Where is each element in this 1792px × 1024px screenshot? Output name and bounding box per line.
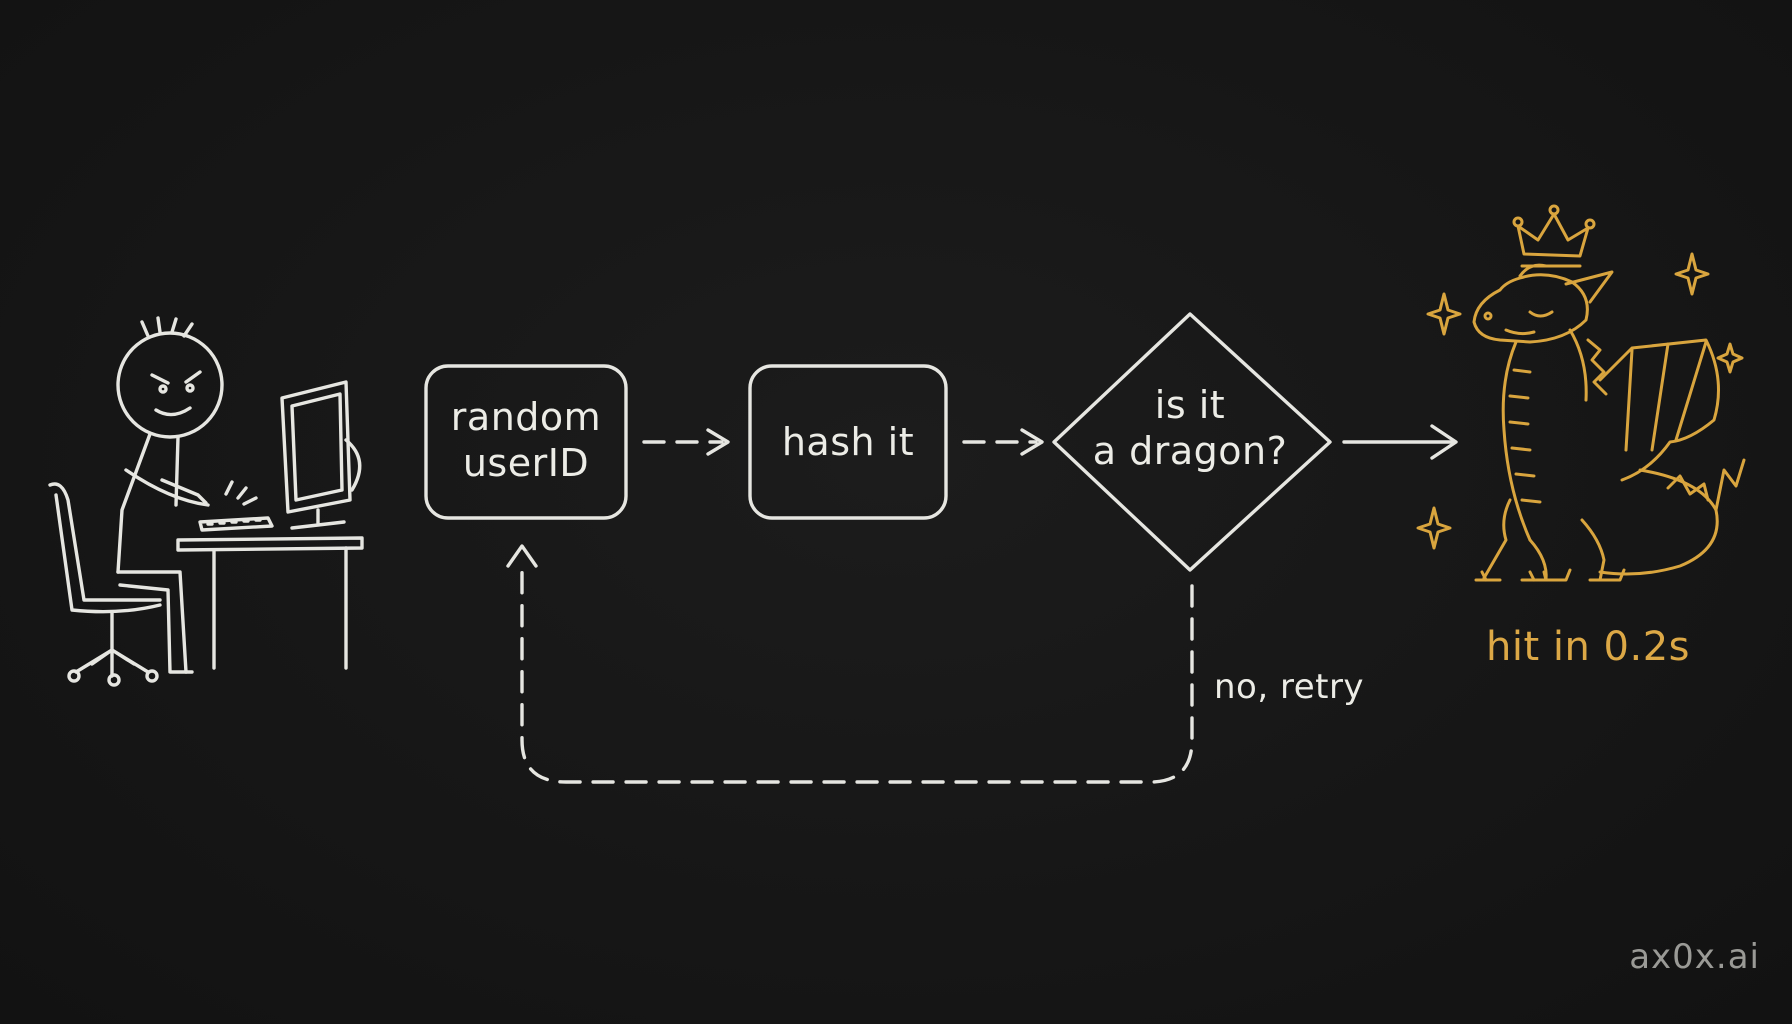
crown-icon (1512, 204, 1596, 268)
node-random-userid-label: random userID (450, 395, 602, 485)
arrow-random-to-hash (642, 428, 730, 456)
node-decision-label: is it a dragon? (1092, 383, 1288, 473)
result-caption: hit in 0.2s (1486, 624, 1690, 670)
arrow-retry-loop (506, 544, 1194, 784)
user-at-computer-icon (48, 316, 364, 687)
node-decision-diamond (1052, 312, 1332, 572)
node-hash-label: hash it (781, 420, 915, 464)
edge-retry-label: no, retry (1214, 667, 1365, 707)
node-random-userid-box (424, 364, 628, 520)
arrow-decision-to-dragon (1342, 424, 1458, 460)
brand-watermark: ax0x.ai (1629, 937, 1760, 977)
dragon-icon (1472, 204, 1746, 582)
sparkle-icon (1416, 252, 1744, 550)
arrow-hash-to-decision (962, 428, 1044, 456)
node-hash-box (748, 364, 948, 520)
